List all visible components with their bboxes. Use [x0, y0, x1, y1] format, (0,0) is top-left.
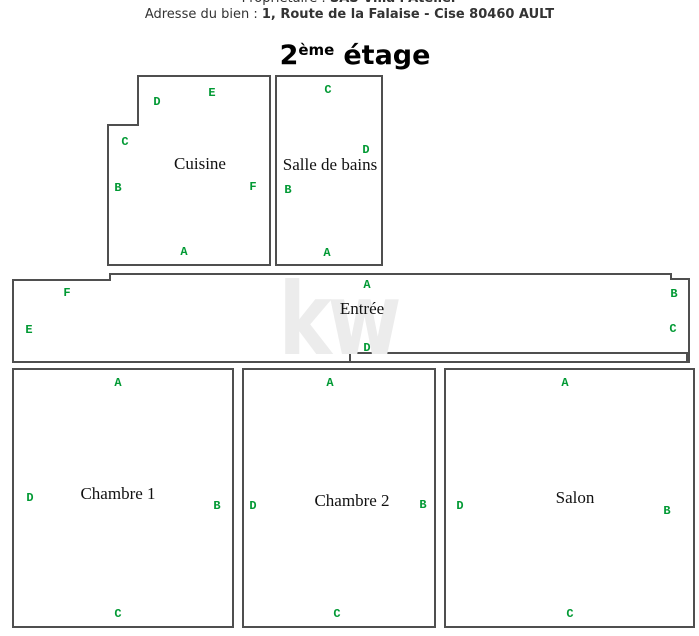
- address-label: Adresse du bien :: [144, 7, 258, 22]
- cuisine-outline: [107, 75, 271, 266]
- room-label-chambre1: Chambre 1: [80, 484, 156, 503]
- salon-outline: [444, 368, 695, 628]
- wall-letter: D: [363, 341, 371, 355]
- chambre1-outline: [12, 368, 234, 628]
- wall-letter: A: [180, 245, 188, 259]
- owner-label: Propriétaire :: [242, 0, 326, 6]
- wall-letter: E: [208, 86, 216, 100]
- floor-number: 2: [279, 40, 299, 71]
- wall-letter: D: [153, 95, 161, 109]
- wall-letter: C: [121, 135, 129, 149]
- wall-letter: C: [566, 607, 574, 621]
- wall-letter: B: [213, 499, 221, 513]
- wall-letter: F: [249, 180, 257, 194]
- address-value: 1, Route de la Falaise - Cise 80460 AULT: [261, 7, 555, 22]
- wall-letter: D: [249, 499, 257, 513]
- wall-letter: A: [561, 376, 569, 390]
- page-title: 2ème étage: [0, 34, 699, 72]
- owner-value: SAS Villa l'Atelier: [330, 0, 457, 6]
- wall-letter: B: [114, 181, 122, 195]
- floor-word: étage: [343, 40, 431, 71]
- room-label-entree: Entrée: [339, 299, 385, 318]
- wall-letter: E: [25, 323, 33, 337]
- wall-letter: C: [333, 607, 341, 621]
- wall-letter: B: [670, 287, 678, 301]
- room-label-salon: Salon: [555, 488, 595, 507]
- wall-letter: D: [456, 499, 464, 513]
- entree-inner-wall: [349, 352, 688, 362]
- wall-letter: C: [114, 607, 122, 621]
- owner-line: Propriétaire : SAS Villa l'Atelier: [0, 0, 699, 6]
- wall-letter: F: [63, 286, 71, 300]
- wall-letter: B: [284, 183, 292, 197]
- address-line: Adresse du bien : 1, Route de la Falaise…: [0, 7, 699, 22]
- salle-de-bains-outline: [275, 75, 383, 266]
- wall-letter: B: [419, 498, 427, 512]
- wall-letter: C: [324, 83, 332, 97]
- wall-letter: D: [362, 143, 370, 157]
- wall-letter: A: [363, 278, 371, 292]
- wall-letter: B: [663, 504, 671, 518]
- floor-ordinal: ème: [298, 41, 335, 59]
- room-label-chambre2: Chambre 2: [314, 491, 390, 510]
- entree-outline: [12, 273, 690, 363]
- wall-letter: D: [26, 491, 34, 505]
- wall-letter: A: [323, 246, 331, 260]
- wall-letter: A: [326, 376, 334, 390]
- wall-letter: A: [114, 376, 122, 390]
- chambre2-outline: [242, 368, 436, 628]
- room-label-cuisine: Cuisine: [174, 154, 226, 173]
- room-label-salle-de-bains: Salle de bains: [282, 155, 378, 174]
- wall-letter: C: [669, 322, 677, 336]
